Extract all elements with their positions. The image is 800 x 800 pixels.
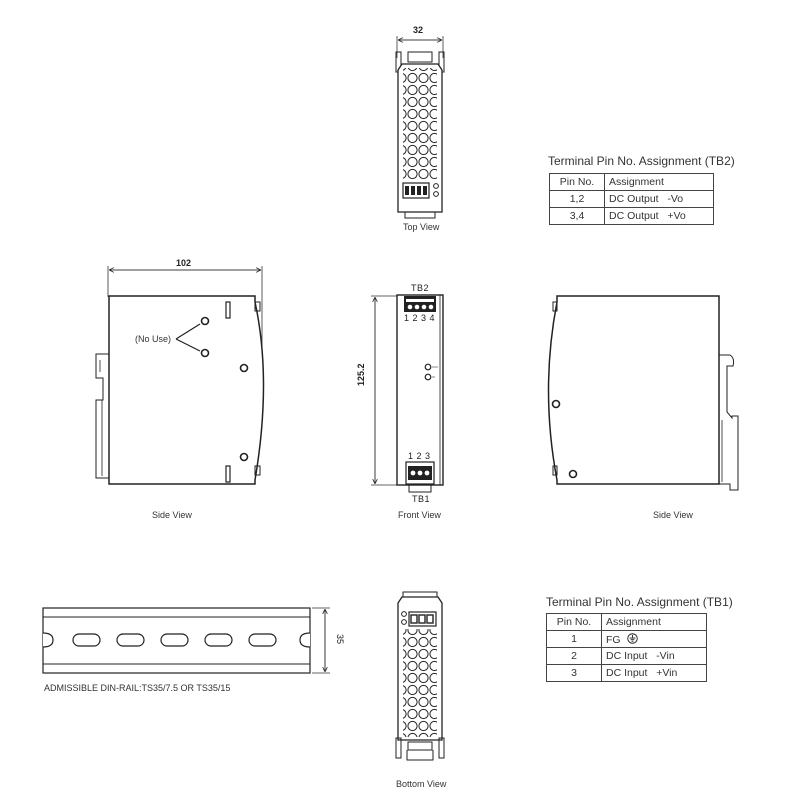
- tb2-label: TB2: [411, 283, 430, 293]
- pin-cell: 3: [546, 664, 602, 682]
- side-view-depth-dimension: 102: [176, 258, 192, 268]
- side-view-left-drawing: [95, 266, 265, 485]
- header-assignment: Assignment: [601, 613, 707, 631]
- side-view-left-label: Side View: [152, 510, 192, 520]
- table-header-row: Pin No. Assignment: [546, 613, 707, 631]
- side-view-right-drawing: [547, 295, 739, 491]
- header-assignment: Assignment: [604, 173, 714, 191]
- table-row: 3,4 DC Output +Vo: [549, 207, 714, 225]
- tb1-table-title: Terminal Pin No. Assignment (TB1): [546, 595, 733, 609]
- assignment-cell: DC Output -Vo: [604, 190, 714, 208]
- assignment-text: FG: [606, 633, 621, 646]
- top-view-width-dimension: 32: [413, 25, 424, 35]
- assignment-cell: FG: [601, 630, 707, 648]
- header-pin-no: Pin No.: [549, 173, 605, 191]
- table-row: 1,2 DC Output -Vo: [549, 190, 714, 208]
- table-row: 2 DC Input -Vin: [546, 647, 707, 665]
- assignment-cell: DC Input -Vin: [601, 647, 707, 665]
- pin-cell: 1: [546, 630, 602, 648]
- assignment-cell: DC Output +Vo: [604, 207, 714, 225]
- ground-icon: [626, 632, 638, 644]
- pin-cell: 2: [546, 647, 602, 665]
- front-view-height-dimension: 125.2: [356, 363, 366, 386]
- din-rail-note: ADMISSIBLE DIN-RAIL:TS35/7.5 OR TS35/15: [44, 683, 231, 693]
- tb1-pin-numbers: 1 2 3: [408, 451, 431, 461]
- din-rail-height-dimension: 35: [335, 634, 345, 645]
- tb1-label: TB1: [412, 494, 431, 504]
- header-pin-no: Pin No.: [546, 613, 602, 631]
- front-view-drawing: [371, 294, 444, 493]
- front-view-label: Front View: [398, 510, 441, 520]
- bottom-view-drawing: [395, 591, 445, 761]
- table-header-row: Pin No. Assignment: [549, 173, 714, 191]
- tb2-pin-table: Pin No. Assignment 1,2 DC Output -Vo 3,4…: [549, 173, 714, 225]
- top-view-drawing: [395, 36, 445, 219]
- pin-cell: 1,2: [549, 190, 605, 208]
- table-row: 3 DC Input +Vin: [546, 664, 707, 682]
- tb2-table-title: Terminal Pin No. Assignment (TB2): [548, 154, 735, 168]
- top-view-label: Top View: [403, 222, 440, 232]
- tb1-pin-table: Pin No. Assignment 1 FG 2 DC Input -Vin …: [546, 613, 707, 682]
- din-rail-drawing: [42, 607, 330, 674]
- table-row: 1 FG: [546, 630, 707, 648]
- pin-cell: 3,4: [549, 207, 605, 225]
- assignment-cell: DC Input +Vin: [601, 664, 707, 682]
- side-view-right-label: Side View: [653, 510, 693, 520]
- no-use-callout: (No Use): [135, 334, 172, 344]
- bottom-view-label: Bottom View: [396, 779, 447, 789]
- tb2-pin-numbers: 1 2 3 4: [404, 313, 436, 323]
